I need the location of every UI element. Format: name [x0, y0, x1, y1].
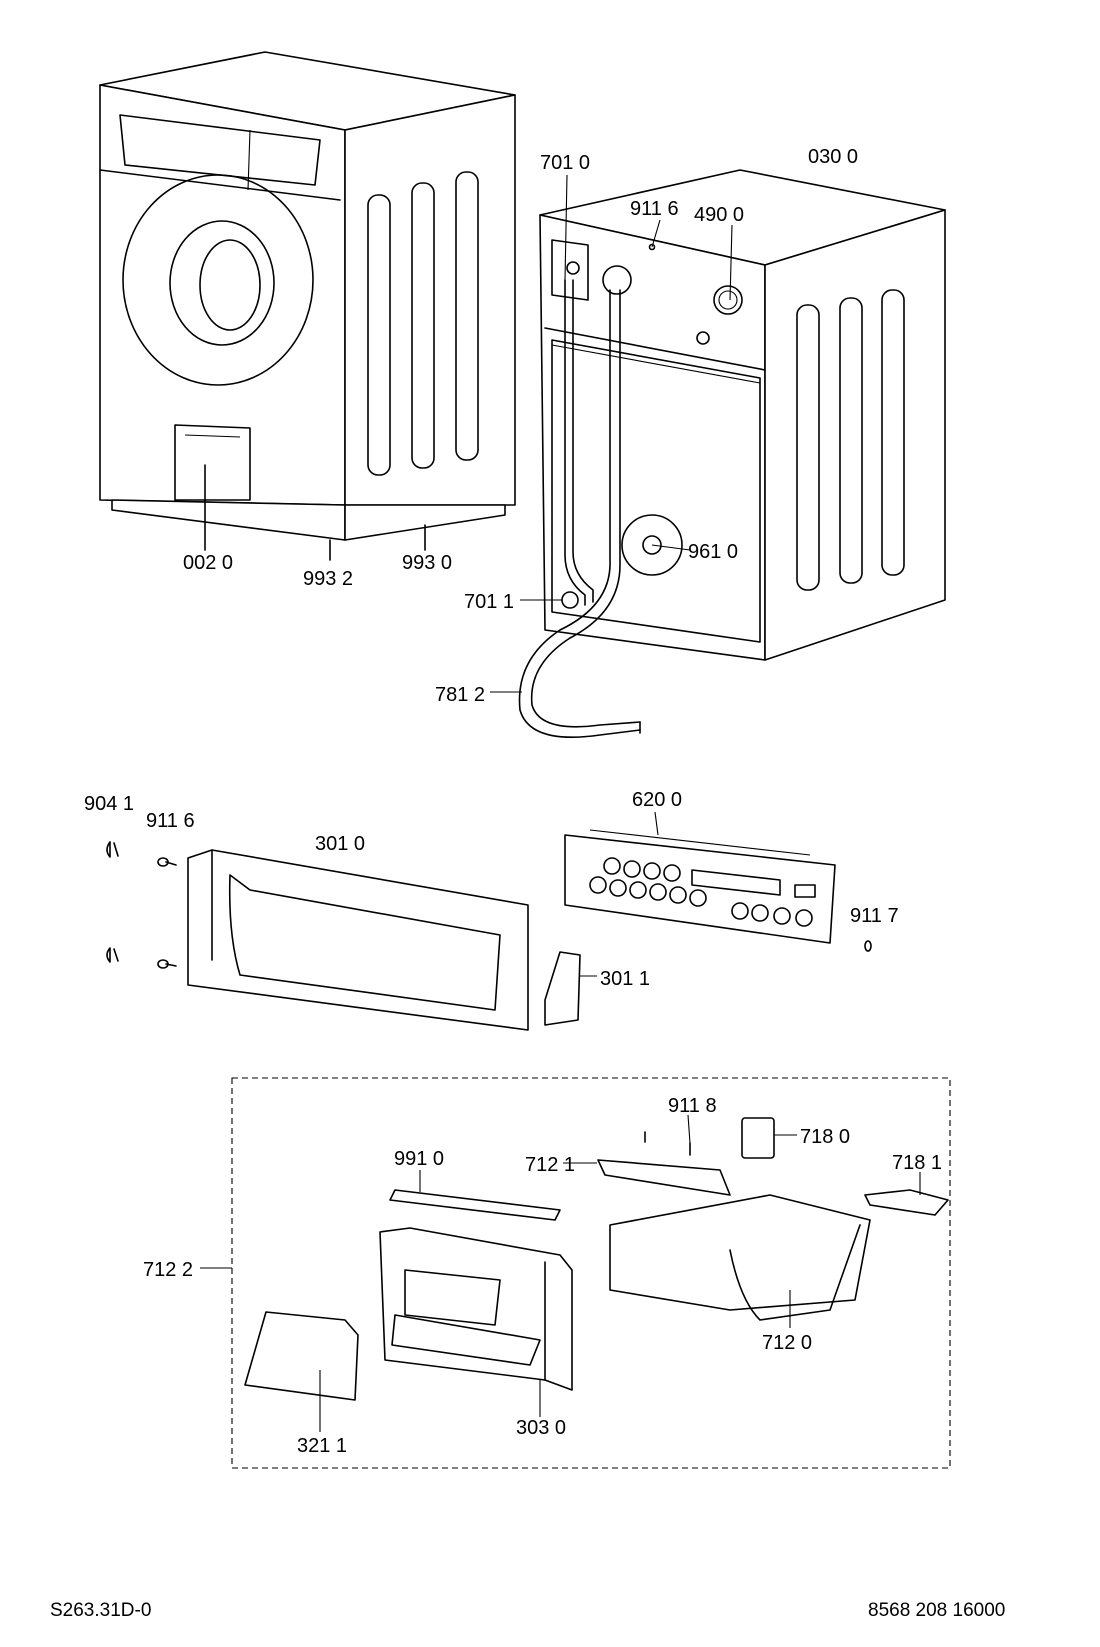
part-label-904-1: 904 1 — [84, 793, 135, 815]
part-label-911-7: 911 7 — [850, 905, 899, 927]
part-label-911-6-panel: 911 6 — [146, 810, 195, 832]
drawing-code: S263.31D-0 — [50, 1600, 152, 1621]
part-label-030-0: 030 0 — [808, 146, 859, 168]
part-label-321-1: 321 1 — [297, 1435, 348, 1457]
document-number: 8568 208 16000 — [868, 1600, 1006, 1621]
part-label-701-1: 701 1 — [464, 591, 515, 613]
part-label-911-8: 911 8 — [668, 1095, 717, 1117]
part-label-993-0: 993 0 — [402, 552, 453, 574]
part-label-712-1: 712 1 — [525, 1154, 576, 1176]
part-label-911-6-top: 911 6 — [630, 198, 679, 220]
dispenser-assembly — [231, 1077, 951, 1469]
part-label-701-0: 701 0 — [540, 152, 591, 174]
part-label-993-2: 993 2 — [303, 568, 354, 590]
part-label-490-0: 490 0 — [694, 204, 745, 226]
part-label-002-0: 002 0 — [183, 552, 234, 574]
control-panel-assembly — [106, 829, 872, 1031]
part-label-991-0: 991 0 — [394, 1148, 445, 1170]
part-label-781-2: 781 2 — [435, 684, 486, 706]
part-label-301-1: 301 1 — [600, 968, 651, 990]
leader-lines — [200, 174, 921, 1432]
part-label-961-0: 961 0 — [688, 541, 739, 563]
part-label-303-0: 303 0 — [516, 1417, 567, 1439]
part-label-712-2: 712 2 — [143, 1259, 194, 1281]
part-label-718-0: 718 0 — [800, 1126, 851, 1148]
part-label-718-1: 718 1 — [892, 1152, 943, 1174]
part-label-712-0: 712 0 — [762, 1332, 813, 1354]
washer-front-view — [99, 51, 516, 561]
washer-rear-view — [518, 169, 946, 738]
part-label-620-0: 620 0 — [632, 789, 683, 811]
part-label-301-0: 301 0 — [315, 833, 366, 855]
